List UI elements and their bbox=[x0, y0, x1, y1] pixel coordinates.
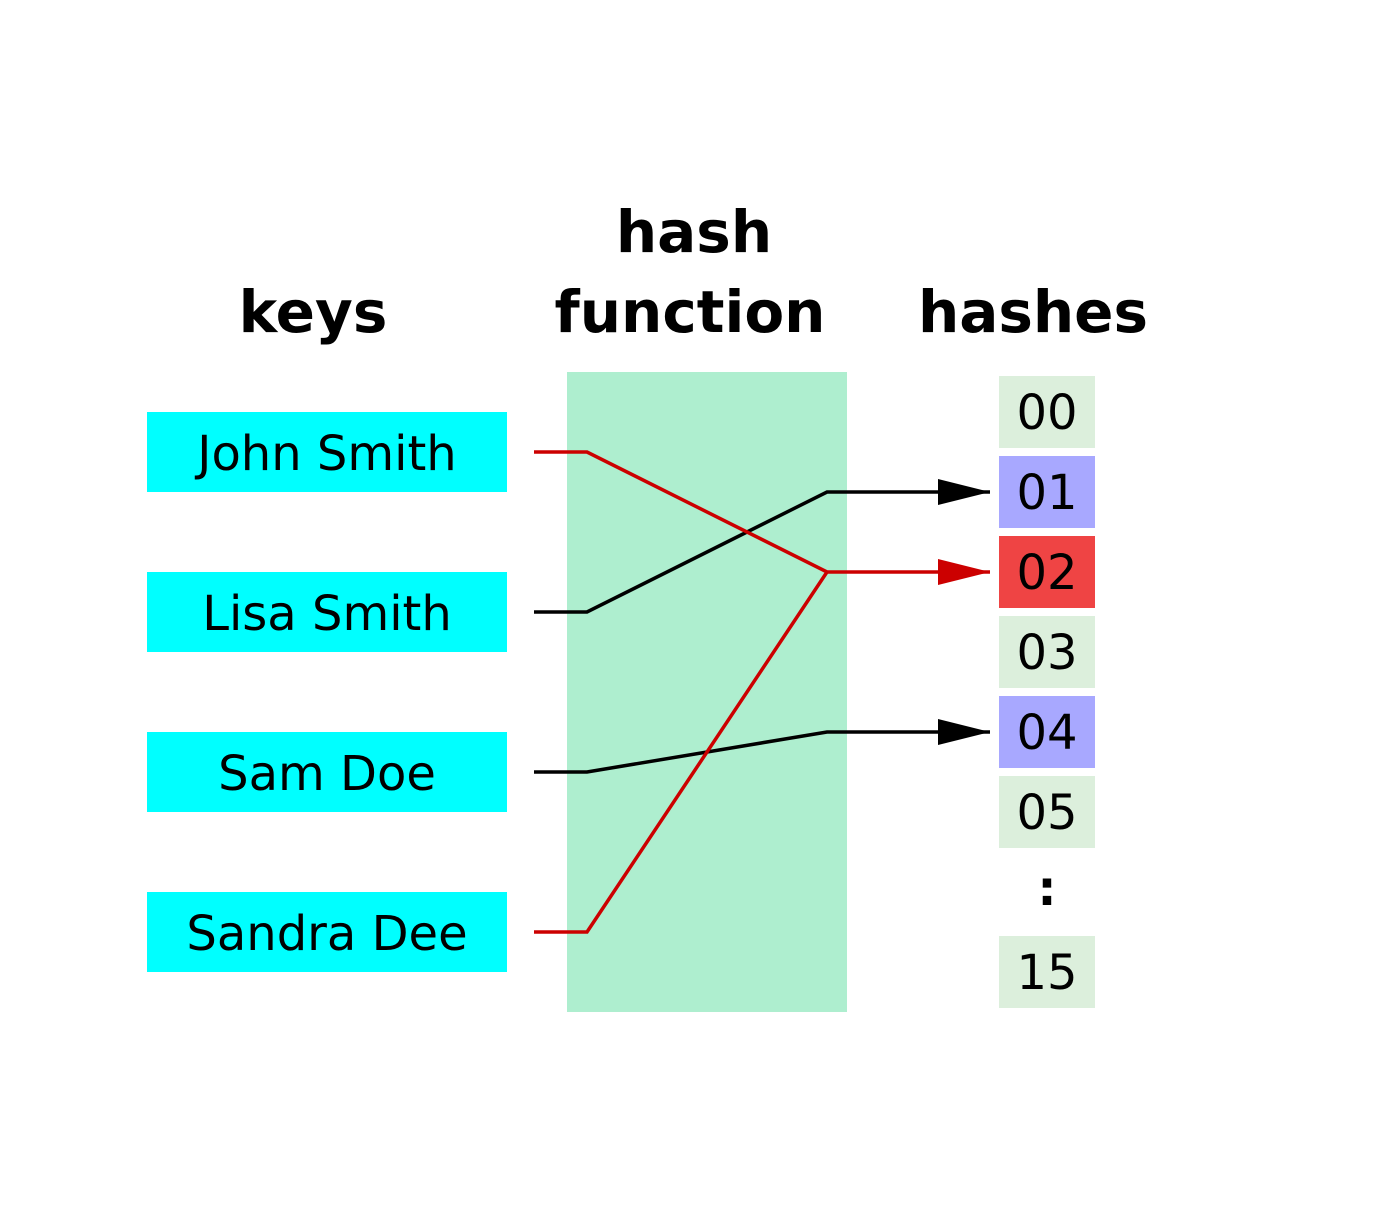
hash-bucket-15: 15 bbox=[999, 936, 1095, 1008]
key-sandra-dee: Sandra Dee bbox=[147, 892, 507, 972]
hash-bucket-03: 03 bbox=[999, 616, 1095, 688]
hash-label: 15 bbox=[1016, 945, 1077, 1001]
key-box bbox=[147, 412, 507, 492]
hash-bucket-00: 00 bbox=[999, 376, 1095, 448]
hash-bucket-02: 02 bbox=[999, 536, 1095, 608]
key-label: Sam Doe bbox=[218, 746, 436, 802]
connector-john-smith-to-02 bbox=[534, 450, 990, 585]
hash-box bbox=[999, 376, 1095, 448]
hash-function-heading-line2: function bbox=[555, 278, 826, 346]
hash-label: 02 bbox=[1016, 545, 1077, 601]
hash-label: 01 bbox=[1016, 465, 1077, 521]
mapping-connectors bbox=[534, 450, 990, 934]
key-label: John Smith bbox=[194, 426, 456, 482]
key-label: Sandra Dee bbox=[186, 906, 467, 962]
hash-function-heading-line1: hash bbox=[616, 198, 772, 266]
hash-box bbox=[999, 616, 1095, 688]
hash-ellipsis: : bbox=[1037, 861, 1056, 917]
hash-bucket-01: 01 bbox=[999, 456, 1095, 528]
hash-box bbox=[999, 536, 1095, 608]
hash-box bbox=[999, 696, 1095, 768]
hash-box bbox=[999, 936, 1095, 1008]
hash-function-block bbox=[567, 372, 847, 1012]
hash-label: 03 bbox=[1016, 625, 1077, 681]
key-john-smith: John Smith bbox=[147, 412, 507, 492]
hashes-list: 00 01 02 03 04 05 : 15 bbox=[999, 376, 1095, 1008]
hash-bucket-05: 05 bbox=[999, 776, 1095, 848]
hash-label: 00 bbox=[1016, 385, 1077, 441]
keys-heading: keys bbox=[239, 278, 388, 346]
hashes-heading: hashes bbox=[918, 278, 1148, 346]
key-lisa-smith: Lisa Smith bbox=[147, 572, 507, 652]
hash-label: 04 bbox=[1016, 705, 1077, 761]
connector-sandra-dee-to-02 bbox=[534, 571, 829, 934]
key-label: Lisa Smith bbox=[202, 586, 452, 642]
key-box bbox=[147, 892, 507, 972]
ellipsis-label: : bbox=[1037, 861, 1056, 917]
key-box bbox=[147, 732, 507, 812]
key-sam-doe: Sam Doe bbox=[147, 732, 507, 812]
hash-label: 05 bbox=[1016, 785, 1077, 841]
hash-box bbox=[999, 456, 1095, 528]
hash-box bbox=[999, 776, 1095, 848]
hash-bucket-04: 04 bbox=[999, 696, 1095, 768]
keys-list: John Smith Lisa Smith Sam Doe Sandra Dee bbox=[147, 412, 507, 972]
key-box bbox=[147, 572, 507, 652]
connector-lisa-smith-to-01 bbox=[534, 479, 990, 614]
